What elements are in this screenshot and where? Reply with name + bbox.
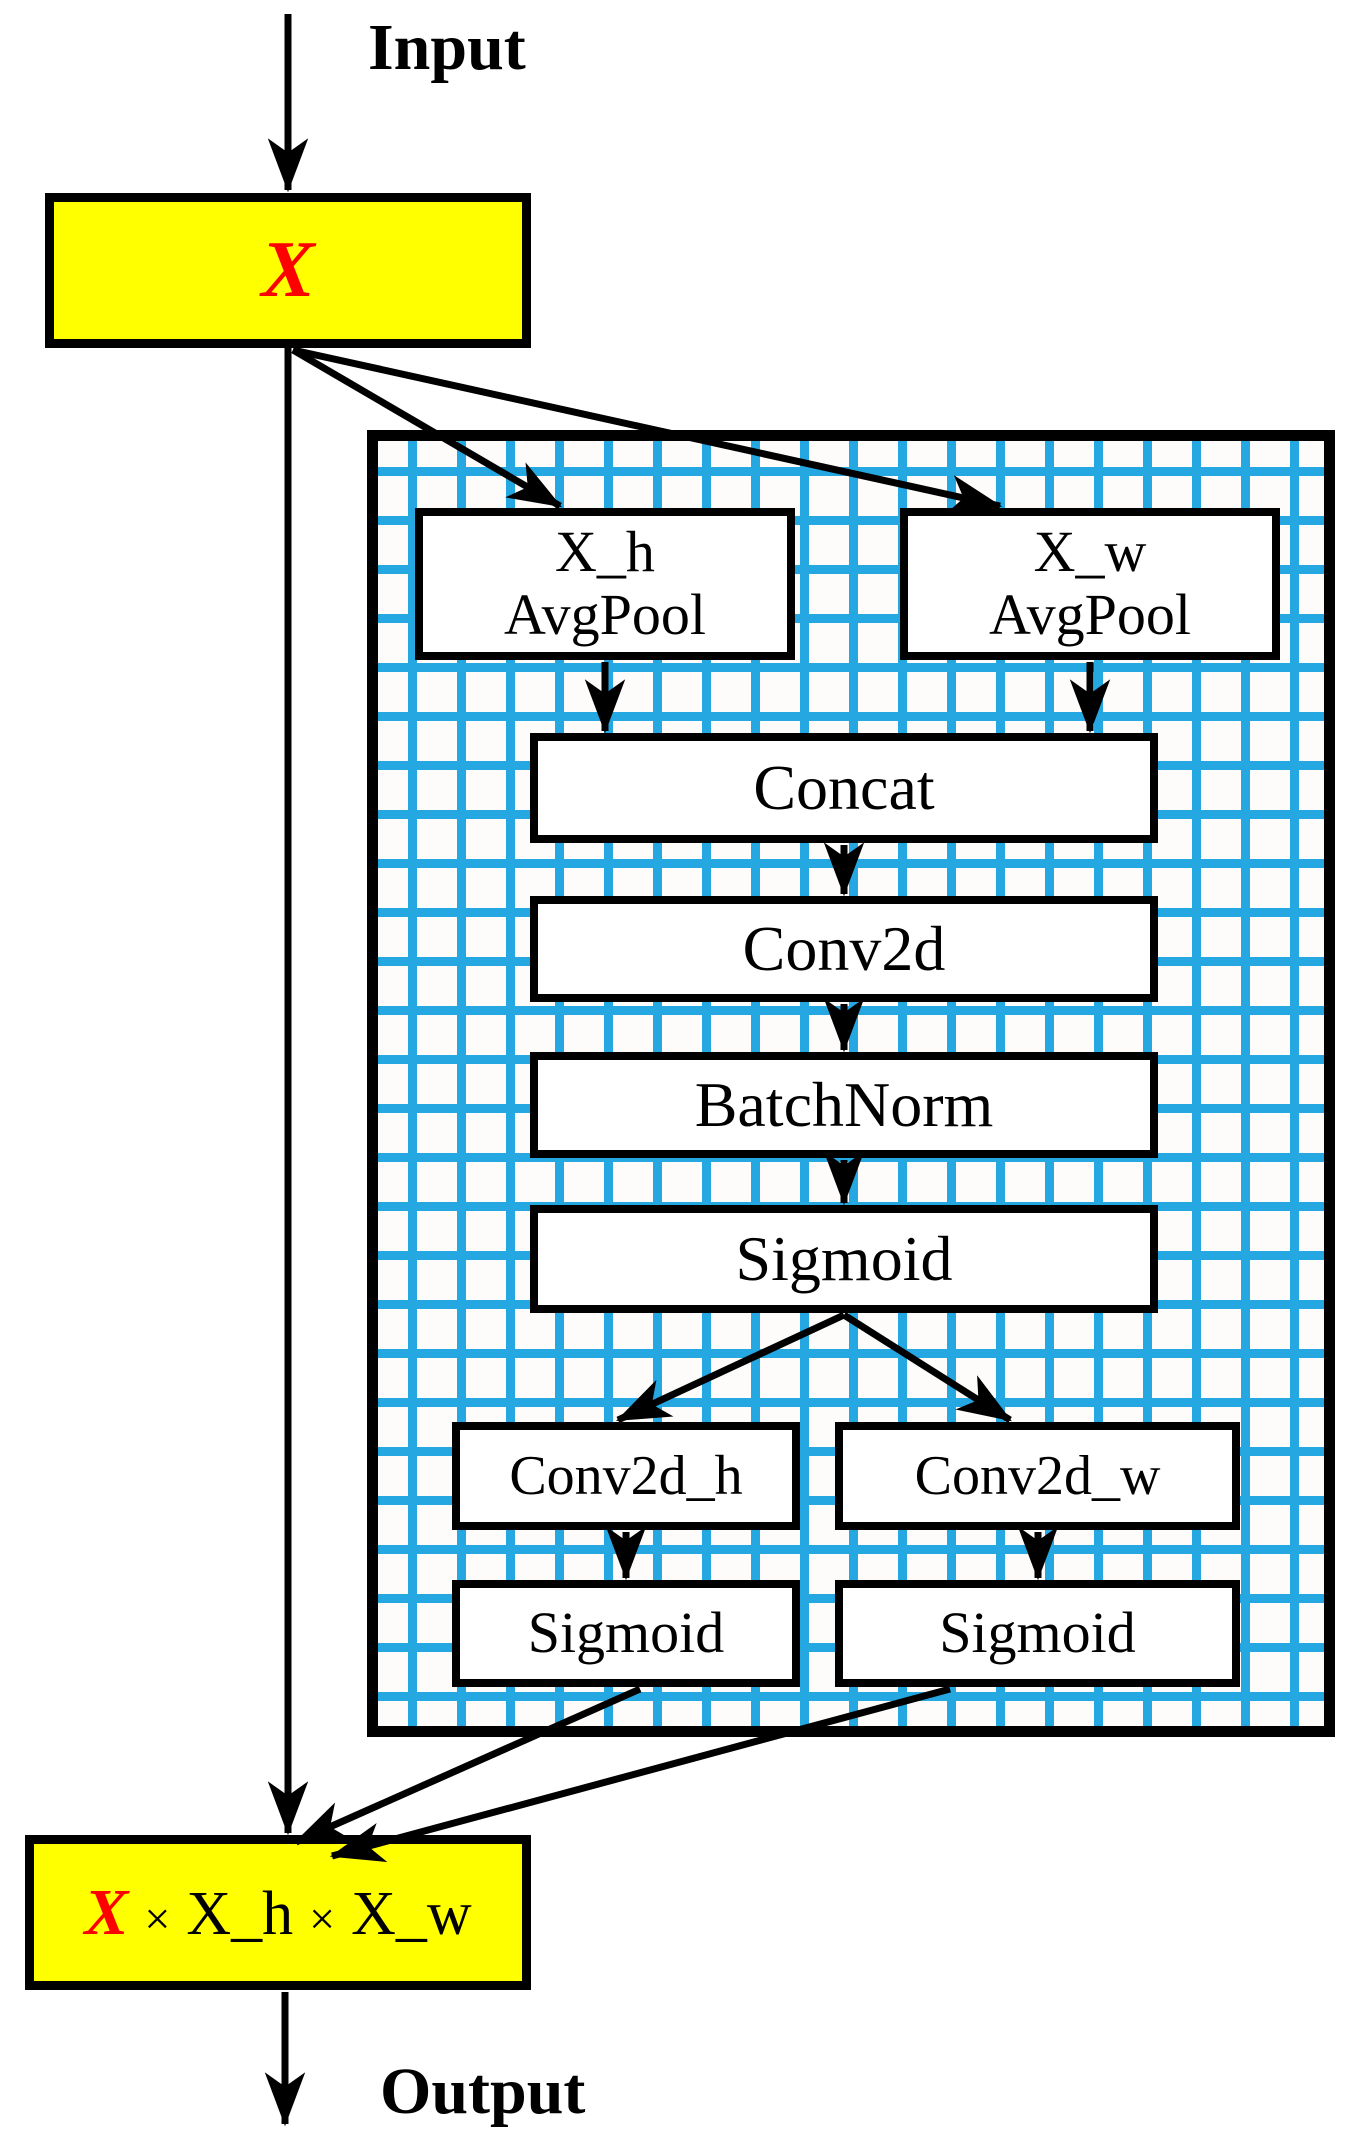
batchnorm-label: BatchNorm — [694, 1069, 994, 1141]
sigmoid-h-label: Sigmoid — [527, 1600, 725, 1666]
conv2d-w-label: Conv2d_w — [914, 1444, 1161, 1507]
sigmoid-label: Sigmoid — [735, 1223, 953, 1295]
xw-avgpool-block: X_w AvgPool — [900, 508, 1280, 660]
xw-avgpool-line2: AvgPool — [989, 582, 1191, 647]
conv2d-block: Conv2d — [530, 896, 1158, 1002]
sigmoid-w-label: Sigmoid — [939, 1600, 1136, 1666]
input-label: Input — [368, 11, 526, 84]
x-input-block: X — [45, 193, 531, 348]
output-product-block: X × X_h × X_w — [25, 1835, 531, 1990]
formula-times-1: × — [144, 1892, 171, 1944]
formula-x: X — [84, 1875, 129, 1949]
formula-xh: X_h — [186, 1879, 294, 1948]
sigmoid-h-block: Sigmoid — [452, 1580, 800, 1687]
conv2d-w-block: Conv2d_w — [835, 1422, 1240, 1530]
sigmoid-block: Sigmoid — [530, 1205, 1158, 1313]
formula-times-2: × — [309, 1892, 336, 1944]
xh-avgpool-line1: X_h — [555, 519, 655, 585]
conv2d-h-label: Conv2d_h — [509, 1444, 743, 1507]
conv2d-h-block: Conv2d_h — [452, 1422, 800, 1530]
output-label: Output — [380, 2055, 586, 2128]
xh-avgpool-line2: AvgPool — [504, 582, 706, 647]
concat-block: Concat — [530, 733, 1158, 843]
concat-label: Concat — [753, 752, 935, 824]
x-input-block-label: X — [261, 226, 315, 315]
output-product-formula: X × X_h × X_w — [84, 1875, 472, 1949]
sigmoid-w-block: Sigmoid — [835, 1580, 1240, 1687]
batchnorm-block: BatchNorm — [530, 1052, 1158, 1158]
formula-xw: X_w — [351, 1879, 472, 1948]
xh-avgpool-block: X_h AvgPool — [415, 508, 795, 660]
xw-avgpool-line1: X_w — [1033, 519, 1147, 585]
conv2d-label: Conv2d — [742, 913, 946, 985]
